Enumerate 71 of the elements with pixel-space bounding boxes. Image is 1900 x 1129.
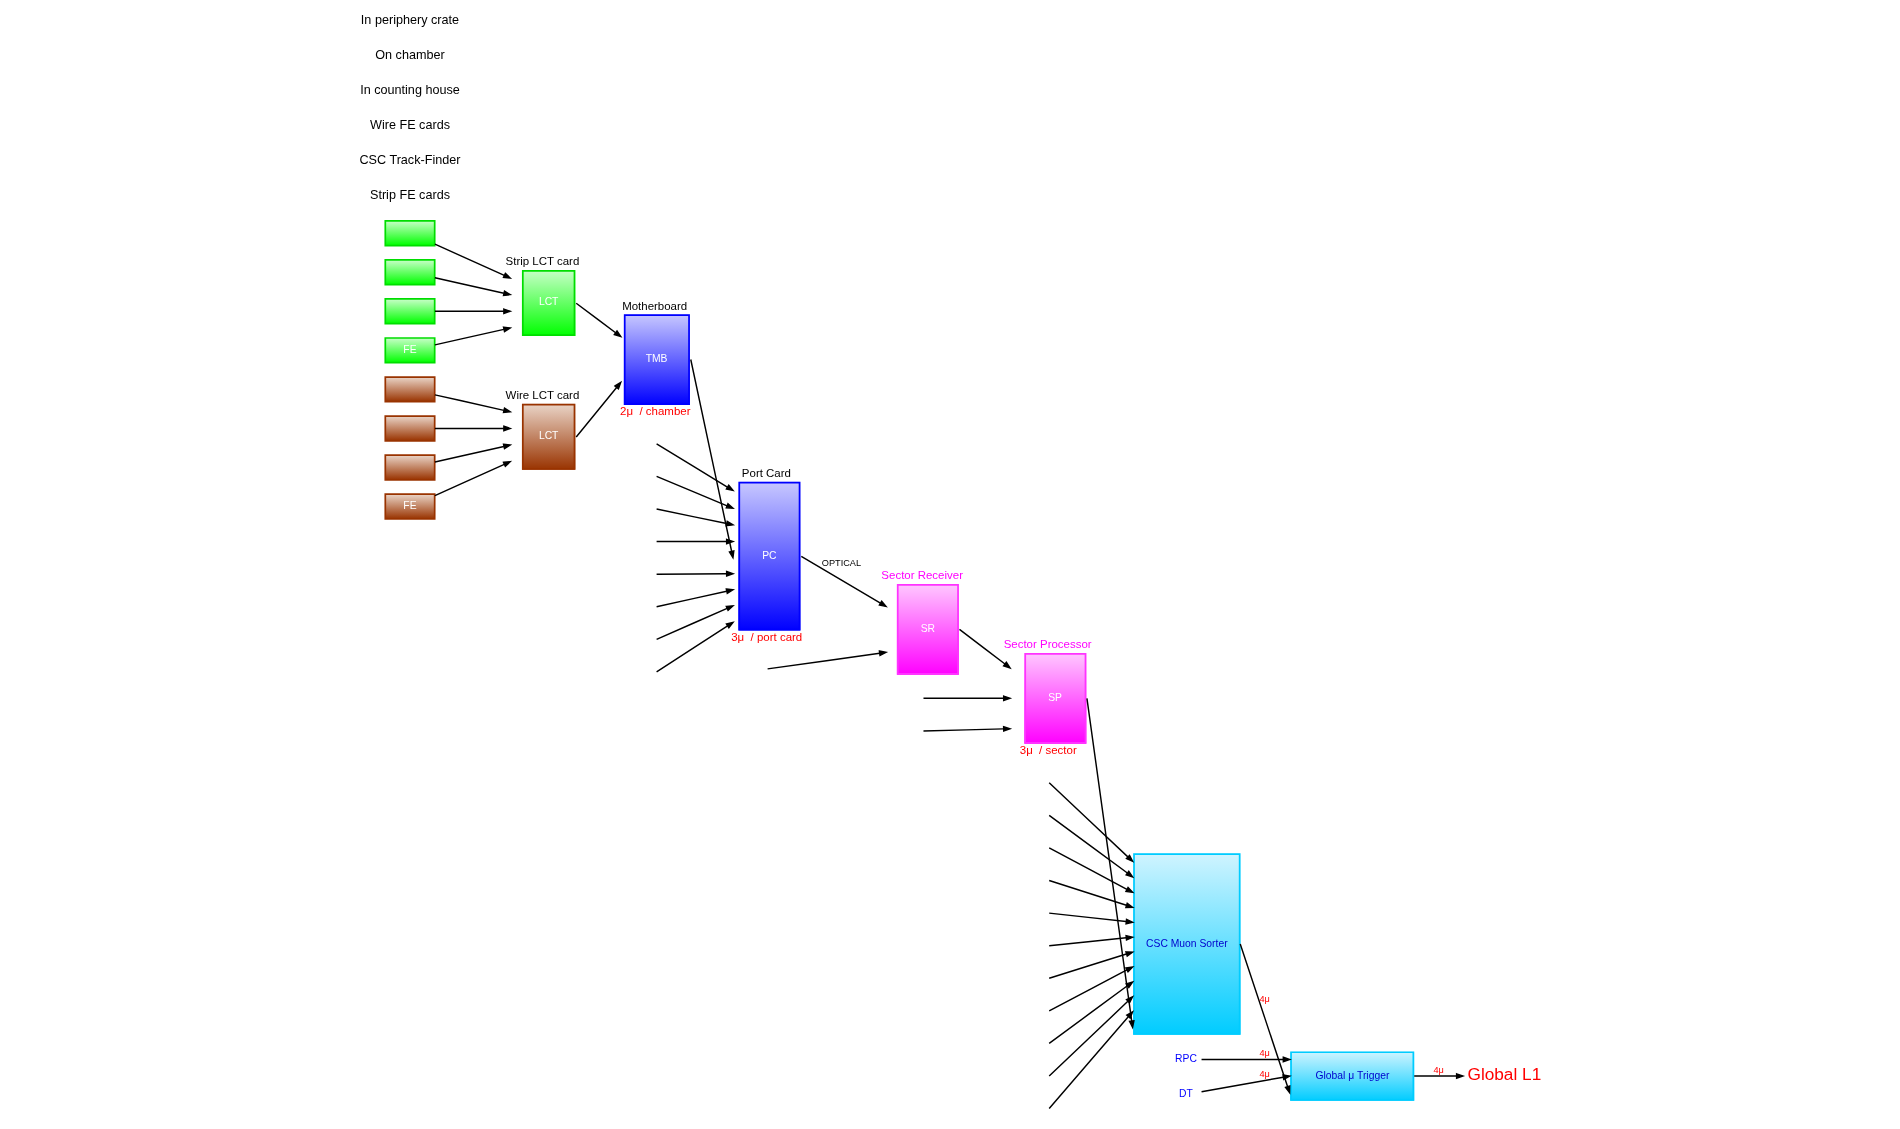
node-label: Wire LCT card — [505, 389, 580, 402]
edge-label: 4μ — [1259, 1068, 1270, 1079]
node-text: RPC — [1175, 1052, 1197, 1064]
arrow — [655, 621, 735, 673]
node-label: Sector Receiver — [881, 569, 963, 582]
arrow — [690, 358, 735, 560]
node-text: DT — [1179, 1087, 1193, 1099]
arrow — [434, 308, 513, 315]
node-box — [384, 376, 436, 403]
arrow — [434, 460, 513, 497]
arrow — [434, 443, 513, 463]
edge-label: 4μ — [1259, 993, 1270, 1004]
arrow — [1239, 943, 1291, 1095]
node-box: FE — [384, 337, 436, 364]
arrow — [1200, 1074, 1292, 1093]
node-label: 2μ / chamber — [620, 405, 691, 418]
arrow — [922, 695, 1013, 702]
arrow — [766, 650, 889, 670]
edge-label: 4μ — [1433, 1065, 1444, 1076]
node-label: Motherboard — [622, 299, 688, 312]
arrow — [655, 588, 736, 608]
node-label: Strip LCT card — [505, 255, 580, 268]
arrow — [1200, 1056, 1292, 1063]
node-label: Port Card — [741, 467, 791, 480]
arrow — [434, 425, 513, 432]
node-label: Sector Processor — [1003, 638, 1092, 651]
arrow — [1048, 879, 1135, 909]
arrow — [1048, 814, 1135, 879]
arrow — [1086, 697, 1135, 1030]
edge-label: OPTICAL — [821, 557, 862, 568]
node-label: 3μ / port card — [731, 630, 803, 643]
label: In periphery crate — [360, 12, 460, 27]
node-box — [384, 298, 436, 325]
label: Strip FE cards — [370, 188, 450, 203]
arrow — [1413, 1072, 1466, 1080]
arrow — [1048, 934, 1135, 947]
label: CSC Track-Finder — [359, 153, 461, 168]
arrow — [1048, 1010, 1135, 1110]
arrow — [434, 326, 513, 346]
arrow — [1048, 995, 1135, 1077]
arrow — [434, 243, 513, 279]
node-text: Global L1 — [1467, 1064, 1542, 1085]
arrow — [1048, 951, 1135, 979]
node-box — [384, 454, 436, 481]
edge-label: 4μ — [1259, 1048, 1270, 1059]
node-box — [384, 415, 436, 442]
arrow — [575, 302, 623, 338]
arrow — [655, 475, 735, 510]
arrow — [800, 555, 888, 608]
node-box — [384, 259, 436, 286]
arrow — [1048, 980, 1135, 1045]
arrow — [655, 538, 736, 545]
arrow — [655, 570, 736, 577]
arrow — [1048, 847, 1135, 894]
arrow — [1048, 912, 1135, 925]
label: On chamber — [375, 48, 445, 62]
node-label: 3μ / sector — [1019, 743, 1077, 756]
arrow — [655, 508, 736, 527]
arrow — [575, 380, 623, 438]
node-box — [384, 220, 436, 247]
node-box: FE — [384, 493, 436, 520]
arrow — [655, 443, 735, 492]
arrow — [958, 628, 1012, 670]
label: Wire FE cards — [370, 118, 450, 133]
arrow — [655, 604, 735, 641]
arrow — [1048, 782, 1135, 863]
arrow — [434, 394, 513, 414]
arrow — [1048, 965, 1135, 1012]
arrow — [434, 277, 513, 297]
arrow — [922, 725, 1013, 733]
label: In counting house — [360, 83, 460, 98]
